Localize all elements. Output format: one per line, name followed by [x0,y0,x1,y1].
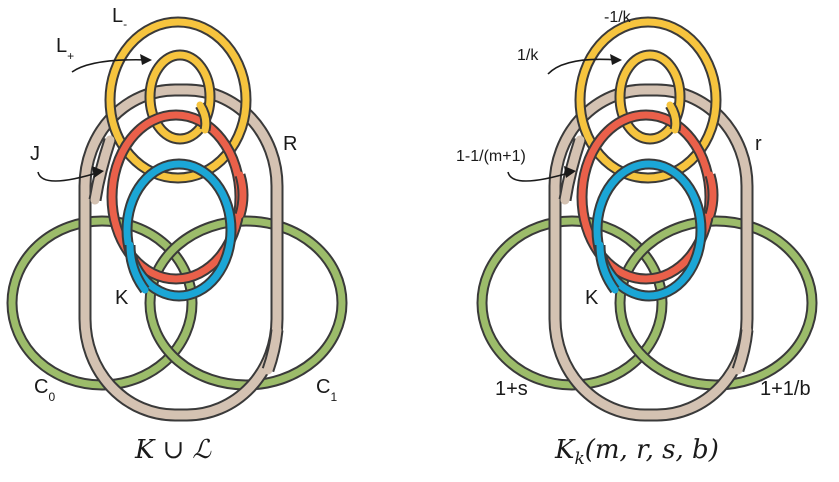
label-one-plus-s: 1+s [495,378,528,400]
label-c1: C1 [316,376,337,404]
label-l-plus: L+ [56,35,74,63]
label-j: J [30,143,40,165]
label-minus-one-over-k: -1/k [604,9,632,26]
label-r: R [283,133,297,155]
label-one-minus: 1-1/(m+1) [456,148,526,165]
left-link-diagram: L- L+ J R K C0 C1 K∪ℒ [12,5,342,465]
right-link-diagram: -1/k 1/k 1-1/(m+1) r K 1+s 1+1/b Kk(m, r… [456,9,812,469]
label-c0: C0 [34,376,55,404]
arrow-one-over-k-head [610,54,622,65]
arrow-one-minus-head [564,166,576,178]
arrow-one-over-k [547,58,619,75]
arrow-l-plus [71,58,151,73]
caption-left: K∪ℒ [134,435,212,465]
arrow-l-plus-head [140,54,152,65]
label-k-right: K [585,287,599,309]
label-r-lower: r [755,133,762,155]
arrow-j-head [92,166,104,178]
arrow-one-minus [507,171,573,182]
caption-right: Kk(m, r, s, b) [554,435,719,469]
label-k: K [115,287,129,309]
label-one-plus-b: 1+1/b [760,378,811,400]
arrow-j [37,171,101,182]
label-one-over-k: 1/k [517,47,539,64]
label-l-minus: L- [112,5,127,31]
left-link-drawing [12,22,342,415]
right-link-drawing [482,22,812,415]
